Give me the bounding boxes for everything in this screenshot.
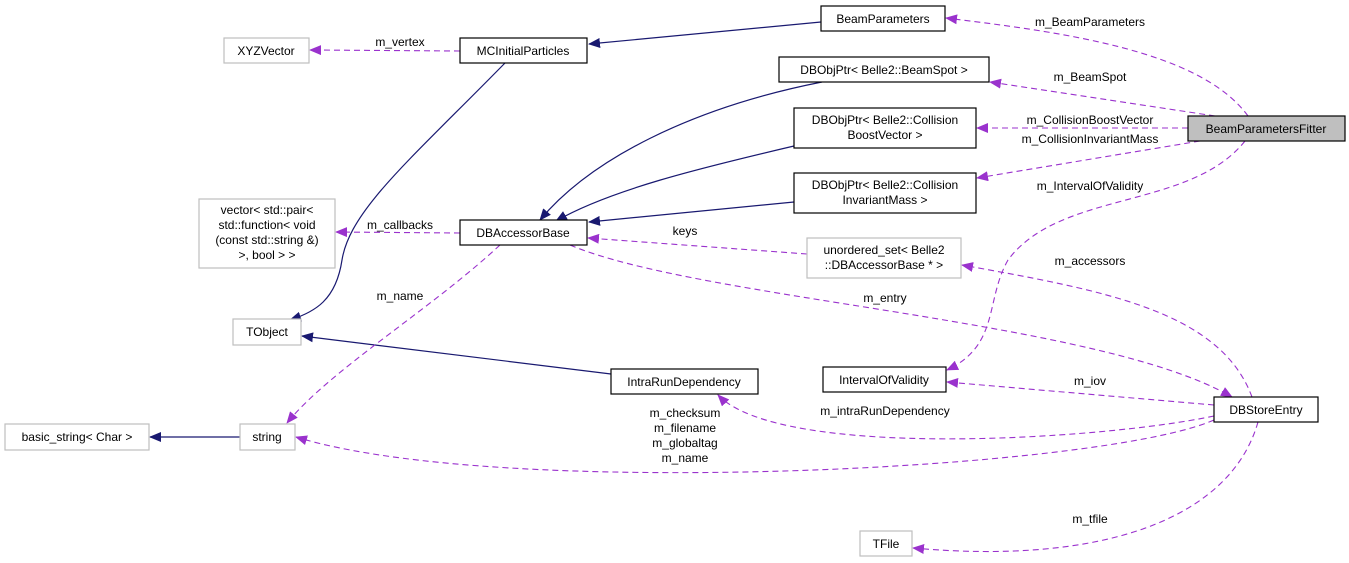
svg-text:TFile: TFile	[873, 537, 900, 551]
edge-m-name	[286, 244, 501, 424]
edge-label-m-entry: m_entry	[863, 291, 906, 305]
svg-text:vector< std::pair<: vector< std::pair<	[221, 203, 314, 217]
node-tobject[interactable]: TObject	[232, 318, 302, 346]
edge-label-m-accessors: m_accessors	[1055, 254, 1126, 268]
edge-label-m-callbacks: m_callbacks	[367, 218, 433, 232]
edge-mcinitialparticles-tobject	[289, 62, 506, 322]
node-string[interactable]: string	[239, 423, 296, 451]
edge-m-collisioninvariantmass	[976, 140, 1201, 182]
node-intervalofvalidity[interactable]: IntervalOfValidity	[822, 366, 947, 393]
node-dbobjptr-invariantmass[interactable]: DBObjPtr< Belle2::CollisionInvariantMass…	[793, 172, 977, 214]
node-beamparameters[interactable]: BeamParameters	[820, 5, 946, 32]
node-beamparametersfitter[interactable]: BeamParametersFitter	[1187, 115, 1346, 142]
svg-text:DBObjPtr< Belle2::BeamSpot >: DBObjPtr< Belle2::BeamSpot >	[800, 63, 967, 77]
node-dbstoreentry[interactable]: DBStoreEntry	[1213, 396, 1319, 423]
svg-text:DBObjPtr< Belle2::Collision: DBObjPtr< Belle2::Collision	[812, 113, 958, 127]
edge-label-m-tfile: m_tfile	[1072, 512, 1108, 526]
node-basic-string[interactable]: basic_string< Char >	[4, 423, 150, 451]
node-tfile[interactable]: TFile	[859, 530, 913, 557]
svg-text:DBStoreEntry: DBStoreEntry	[1229, 403, 1302, 417]
edge-beamparameters-mcinitialparticles	[588, 21, 822, 48]
svg-text:::DBAccessorBase * >: ::DBAccessorBase * >	[825, 258, 943, 272]
edge-boostvector-dbaccessorbase	[555, 145, 795, 222]
edge-string-members	[295, 419, 1215, 474]
edge-label-m-iov: m_iov	[1074, 374, 1106, 388]
edge-label-m-beamspot: m_BeamSpot	[1054, 70, 1127, 84]
node-vector-callbacks[interactable]: vector< std::pair<std::function< void(co…	[198, 198, 336, 269]
node-unordered-set[interactable]: unordered_set< Belle2::DBAccessorBase * …	[806, 237, 962, 279]
edge-label-m-collisioninvariantmass: m_CollisionInvariantMass	[1022, 132, 1159, 146]
edge-m-intrarundependency	[717, 394, 1215, 440]
edge-m-tfile	[912, 421, 1259, 554]
edge-label-keys: keys	[673, 224, 698, 238]
svg-text:XYZVector: XYZVector	[237, 44, 294, 58]
edge-m-entry	[569, 244, 1233, 398]
node-mcinitialparticles[interactable]: MCInitialParticles	[459, 37, 588, 64]
svg-text:string: string	[252, 430, 281, 444]
node-xyzvector[interactable]: XYZVector	[223, 37, 310, 64]
edge-m-beamparameters	[945, 14, 1249, 117]
svg-text:>, bool > >: >, bool > >	[238, 248, 295, 262]
edge-intrarundependency-tobject	[301, 332, 612, 375]
edge-label-m-name: m_name	[377, 289, 424, 303]
edge-keys	[587, 233, 808, 255]
svg-text:IntraRunDependency: IntraRunDependency	[627, 375, 740, 389]
edge-m-beamspot	[989, 78, 1216, 117]
svg-text:DBAccessorBase: DBAccessorBase	[476, 226, 570, 240]
svg-text:BoostVector >: BoostVector >	[847, 128, 922, 142]
edge-beamspot-dbaccessorbase	[539, 81, 823, 221]
svg-text:basic_string< Char >: basic_string< Char >	[22, 430, 133, 444]
svg-text:BeamParametersFitter: BeamParametersFitter	[1206, 122, 1327, 136]
edge-label-m-checksum: m_checksum	[650, 406, 721, 420]
edge-m-callbacks	[335, 227, 461, 238]
edge-label-m-intrarundependency: m_intraRunDependency	[820, 404, 949, 418]
node-dbobjptr-boostvector[interactable]: DBObjPtr< Belle2::CollisionBoostVector >	[793, 107, 977, 149]
edge-m-intervalofvalidity	[946, 140, 1246, 371]
edge-m-iov	[946, 377, 1215, 406]
edge-label-m-intervalofvalidity: m_IntervalOfValidity	[1037, 179, 1143, 193]
svg-text:std::function< void: std::function< void	[218, 218, 315, 232]
node-dbaccessorbase[interactable]: DBAccessorBase	[459, 219, 588, 246]
svg-text:(const std::string &): (const std::string &)	[215, 233, 318, 247]
svg-text:unordered_set< Belle2: unordered_set< Belle2	[823, 243, 944, 257]
edge-label-m-vertex: m_vertex	[375, 35, 424, 49]
edge-label-m-name-2: m_name	[662, 451, 709, 465]
edge-label-m-globaltag: m_globaltag	[652, 436, 717, 450]
edge-m-vertex	[309, 45, 461, 56]
edge-label-m-collisionboostvector: m_CollisionBoostVector	[1027, 113, 1154, 127]
edge-label-m-beamparameters: m_BeamParameters	[1035, 15, 1145, 29]
edge-label-m-filename: m_filename	[654, 421, 716, 435]
svg-text:IntervalOfValidity: IntervalOfValidity	[839, 373, 929, 387]
svg-text:BeamParameters: BeamParameters	[836, 12, 929, 26]
edge-invariantmass-dbaccessorbase	[588, 201, 795, 226]
node-dbobjptr-beamspot[interactable]: DBObjPtr< Belle2::BeamSpot >	[778, 56, 990, 83]
edge-m-accessors	[961, 262, 1253, 398]
svg-text:DBObjPtr< Belle2::Collision: DBObjPtr< Belle2::Collision	[812, 178, 958, 192]
svg-text:MCInitialParticles: MCInitialParticles	[477, 44, 570, 58]
svg-text:InvariantMass >: InvariantMass >	[842, 193, 927, 207]
svg-text:TObject: TObject	[246, 325, 288, 339]
node-intrarundependency[interactable]: IntraRunDependency	[610, 368, 759, 395]
